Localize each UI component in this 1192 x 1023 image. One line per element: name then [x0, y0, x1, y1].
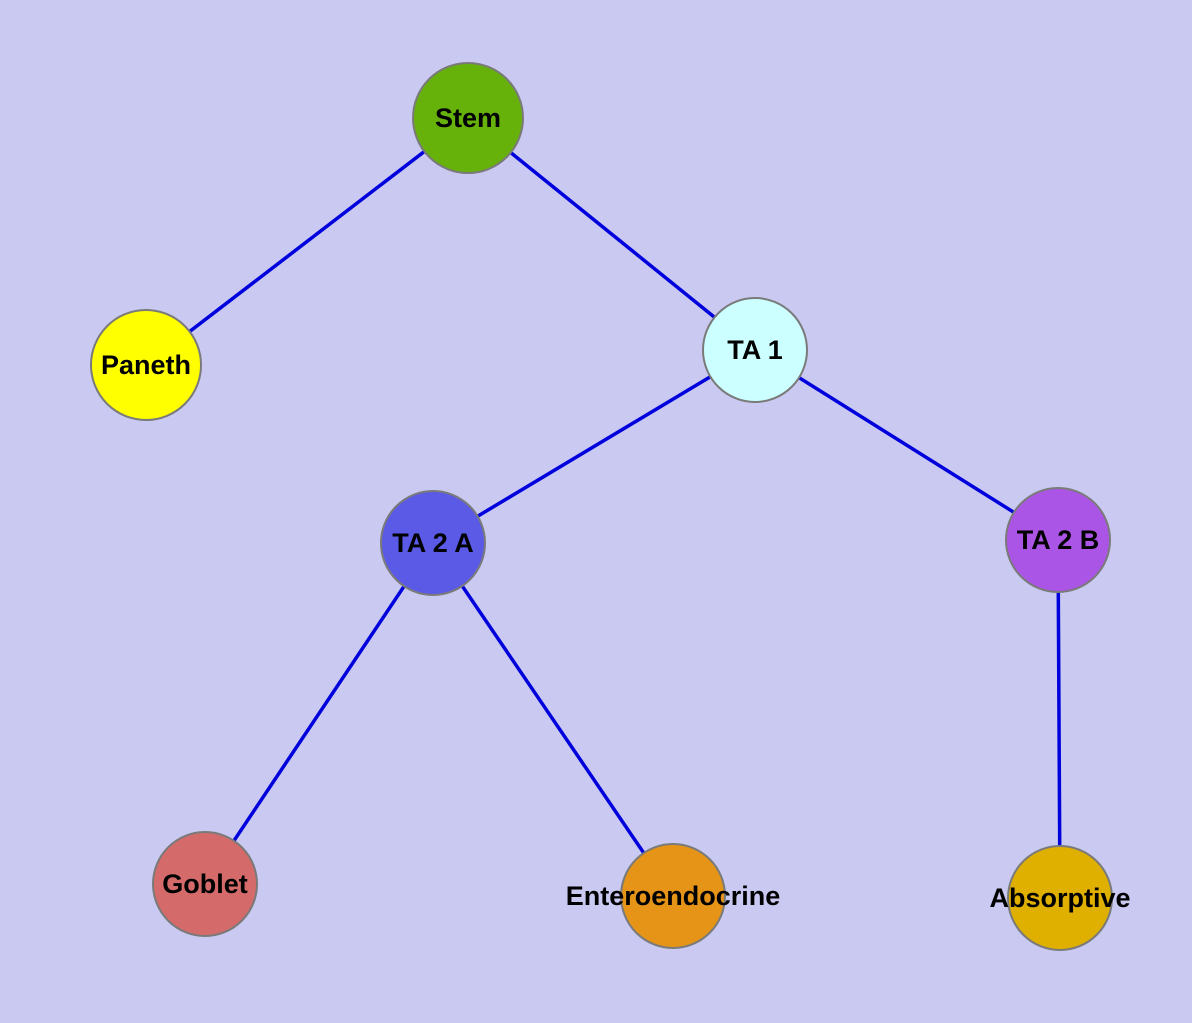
node-circle-paneth	[90, 309, 202, 421]
node-absorptive[interactable]: Absorptive	[989, 845, 1131, 951]
node-circle-ta-2-a	[380, 490, 486, 596]
node-circle-stem	[412, 62, 524, 174]
node-ta-2-a[interactable]: TA 2 A	[380, 490, 486, 596]
edge-ta-1-to-ta-2-b	[754, 348, 1059, 542]
edge-stem-to-ta-1	[466, 116, 757, 352]
edge-ta-2-a-to-goblet	[203, 542, 435, 885]
node-ta-1[interactable]: TA 1	[702, 297, 808, 403]
node-goblet[interactable]: Goblet	[152, 831, 258, 937]
edge-ta-2-b-to-absorptive	[1056, 539, 1062, 899]
node-circle-ta-1	[702, 297, 808, 403]
node-paneth[interactable]: Paneth	[90, 309, 202, 421]
edge-stem-to-paneth	[144, 116, 470, 367]
node-ta-2-b[interactable]: TA 2 B	[1005, 487, 1111, 593]
node-circle-goblet	[152, 831, 258, 937]
node-circle-absorptive	[1007, 845, 1113, 951]
edge-ta-2-a-to-enteroendocrine	[431, 542, 675, 897]
node-circle-ta-2-b	[1005, 487, 1111, 593]
node-circle-enteroendocrine	[620, 843, 726, 949]
node-stem[interactable]: Stem	[412, 62, 524, 174]
node-enteroendocrine[interactable]: Enteroendocrine	[566, 843, 781, 949]
edge-ta-1-to-ta-2-a	[432, 348, 756, 545]
